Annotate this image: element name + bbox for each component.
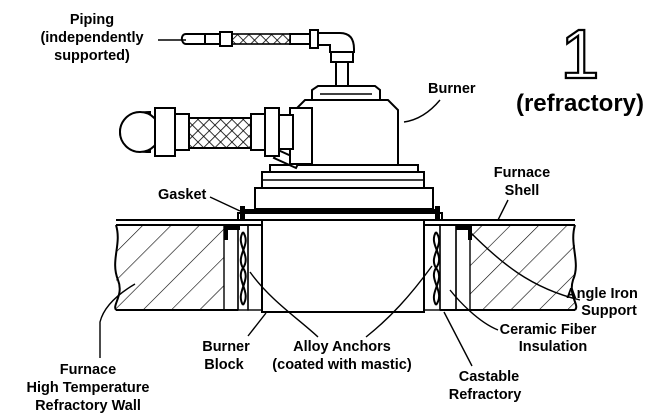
air-inlet-hose <box>118 107 294 157</box>
label-angle-iron-line2: Support <box>581 303 637 319</box>
label-refractory-wall: Furnace High Temperature Refractory Wall <box>26 283 150 413</box>
gasket <box>240 206 440 220</box>
label-ceramic-fiber-line2: Insulation <box>519 339 587 355</box>
label-castable-line2: Refractory <box>449 387 522 403</box>
alloy-anchors <box>239 231 441 306</box>
label-alloy-anchors-line2: (coated with mastic) <box>272 357 412 373</box>
gas-piping <box>180 29 355 87</box>
figure-number: 1 <box>561 15 600 93</box>
label-gasket: Gasket <box>158 187 241 212</box>
label-refractory-wall-line2: High Temperature <box>26 380 149 396</box>
figure-subtitle: (refractory) <box>516 90 644 117</box>
label-burner-block: Burner Block <box>202 312 267 373</box>
angle-iron-support <box>224 226 472 240</box>
label-alloy-anchors-line1: Alloy Anchors <box>293 339 391 355</box>
label-angle-iron-line1: Angle Iron <box>566 286 638 302</box>
label-furnace-shell: Furnace Shell <box>494 165 550 221</box>
label-castable-line1: Castable <box>459 369 519 385</box>
label-burner: Burner <box>403 81 476 123</box>
burner-block <box>261 219 425 313</box>
label-furnace-shell-line1: Furnace <box>494 165 550 181</box>
label-furnace-shell-line2: Shell <box>505 183 540 199</box>
ceramic-fiber-insulation <box>237 224 457 311</box>
label-piping-line2: (independently <box>40 30 143 46</box>
refractory-wall <box>114 224 578 311</box>
label-ceramic-fiber-line1: Ceramic Fiber <box>500 322 597 338</box>
label-ceramic-fiber-insulation: Ceramic Fiber Insulation <box>449 289 597 355</box>
label-gasket-text: Gasket <box>158 187 207 203</box>
label-burner-block-line2: Block <box>204 357 244 373</box>
label-refractory-wall-line1: Furnace <box>60 362 116 378</box>
label-alloy-anchors: Alloy Anchors (coated with mastic) <box>249 265 433 373</box>
label-burner-text: Burner <box>428 81 476 97</box>
label-piping-line3: supported) <box>54 48 130 64</box>
label-burner-block-line1: Burner <box>202 339 250 355</box>
label-piping: Piping (independently supported) <box>40 12 186 64</box>
label-castable-refractory: Castable Refractory <box>443 311 522 403</box>
label-refractory-wall-line3: Refractory Wall <box>35 398 141 413</box>
furnace-shell <box>116 212 575 221</box>
label-piping-line1: Piping <box>70 12 114 28</box>
burner-housing <box>254 85 434 210</box>
label-angle-iron-support: Angle Iron Support <box>469 231 638 319</box>
